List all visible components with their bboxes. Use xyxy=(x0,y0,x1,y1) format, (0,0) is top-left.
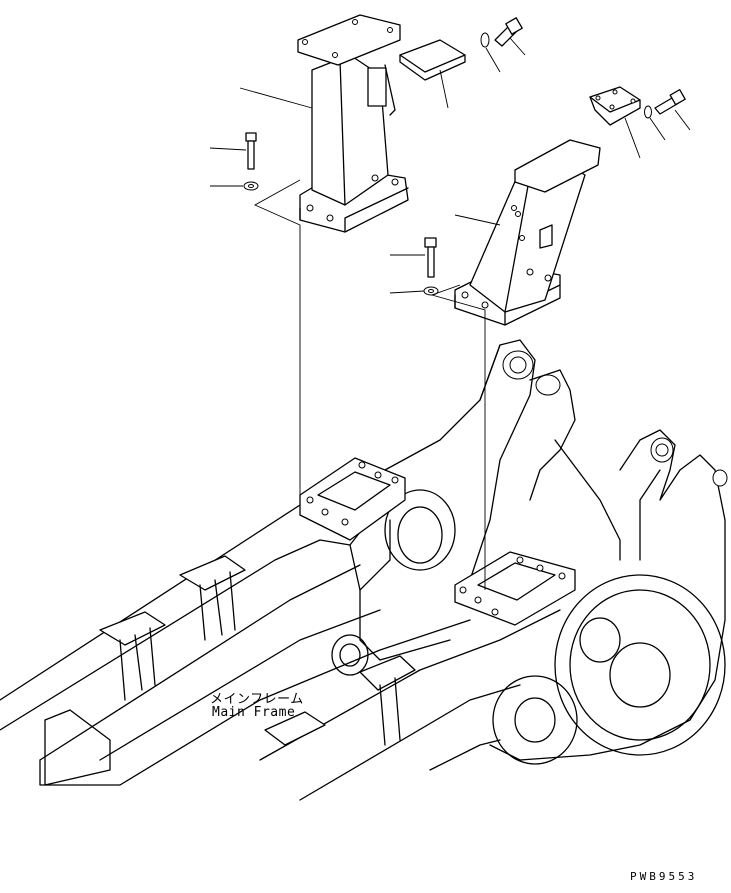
left-mount-bracket xyxy=(297,14,409,233)
main-frame-label-en: Main Frame xyxy=(212,705,296,720)
right-bolt-lower xyxy=(424,237,437,278)
leader-lines xyxy=(209,37,691,294)
left-bolt-top xyxy=(494,17,523,47)
left-bolt-lower xyxy=(245,132,257,170)
frame-mount-pad-right xyxy=(454,551,576,626)
right-mount-bracket xyxy=(454,139,601,326)
main-frame xyxy=(0,339,728,801)
left-washer-top xyxy=(480,32,490,48)
drawing-code: PWB9553 xyxy=(630,870,698,883)
frame-mount-pad-left xyxy=(299,457,406,541)
right-washer-top xyxy=(644,105,652,119)
main-frame-label-jp: メインフレーム xyxy=(210,692,304,707)
assembly-lines xyxy=(253,179,486,590)
fender-brackets xyxy=(99,555,416,746)
right-top-plate xyxy=(589,86,641,126)
left-top-plate xyxy=(384,39,466,116)
right-bolt-top xyxy=(654,89,686,115)
left-washer-lower xyxy=(243,181,259,191)
